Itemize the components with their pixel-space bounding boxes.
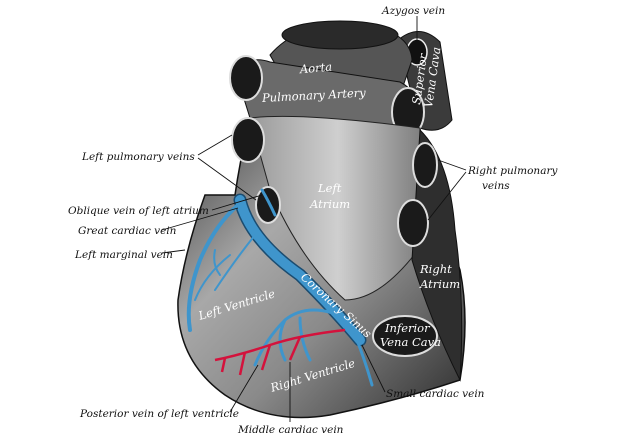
label-small-cardiac-vein: Small cardiac vein (386, 388, 485, 400)
inferior-vena-cava-opening (372, 315, 438, 357)
label-middle-cardiac-vein: Middle cardiac vein (237, 424, 344, 436)
label-left-marginal-vein: Left marginal vein (74, 249, 173, 261)
label-right-pulmonary-veins-2: veins (482, 180, 510, 192)
pulmonary-artery (229, 55, 425, 137)
pulmonary-vein-openings (231, 117, 438, 247)
label-posterior-vein: Posterior vein of left ventricle (79, 408, 239, 420)
label-left-atrium-2: Atrium (309, 197, 350, 211)
label-inferior-vena-cava-2: Vena Cava (380, 335, 441, 349)
coronary-arteries (214, 328, 346, 376)
label-left-pulmonary-veins: Left pulmonary veins (81, 151, 195, 163)
label-pulmonary-artery: Pulmonary Artery (261, 86, 367, 105)
label-great-cardiac-vein: Great cardiac vein (78, 225, 177, 237)
label-aorta: Aorta (298, 60, 332, 77)
leader-lines (161, 16, 467, 422)
label-right-pulmonary-veins-1: Right pulmonary (467, 165, 558, 177)
label-oblique-vein: Oblique vein of left atrium (68, 205, 209, 217)
cardiac-veins (186, 188, 374, 387)
label-right-atrium-2: Atrium (419, 277, 460, 291)
label-left-atrium-1: Left (317, 181, 342, 195)
label-inferior-vena-cava-1: Inferior (384, 321, 431, 335)
label-azygos-vein: Azygos vein (381, 5, 445, 17)
label-right-atrium-1: Right (419, 262, 452, 276)
